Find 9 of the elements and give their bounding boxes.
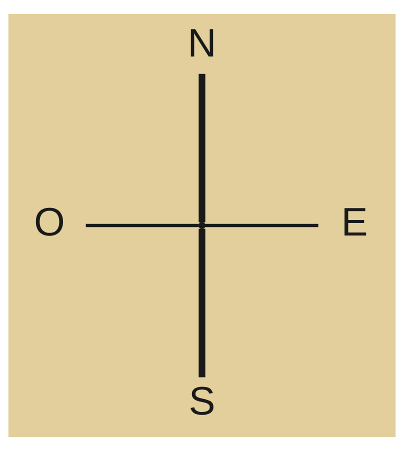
node-text: E: [341, 200, 368, 244]
node-point: [198, 221, 206, 229]
connector: [198, 228, 206, 377]
connector: [86, 223, 199, 227]
node-text: N: [188, 20, 216, 65]
connector: [198, 73, 206, 222]
node-text: O: [34, 200, 65, 244]
node-text: S: [188, 378, 216, 423]
connector: [204, 223, 318, 227]
